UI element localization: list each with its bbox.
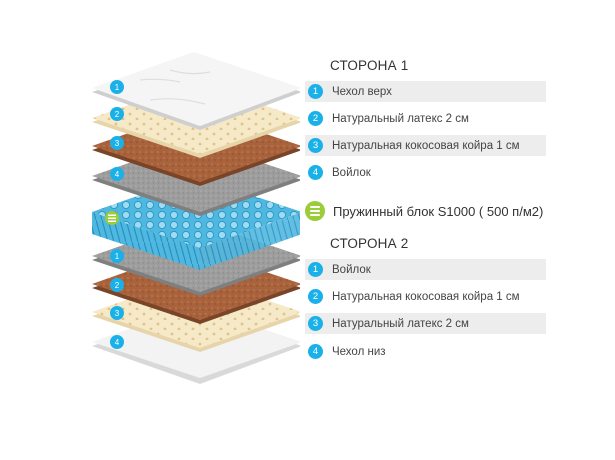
badge-bottom-4-text: 4 xyxy=(115,338,120,347)
side1-item-4-number: 4 xyxy=(308,165,323,180)
side2-item-2-number: 2 xyxy=(308,289,323,304)
badge-top-3-text: 3 xyxy=(115,139,120,148)
side2-item-3: 3 Натуральный латекс 2 см xyxy=(305,313,546,334)
side1-item-4: 4 Войлок xyxy=(305,162,546,183)
side2-item-4: 4 Чехол низ xyxy=(305,341,546,362)
side1-title: СТОРОНА 1 xyxy=(330,58,408,73)
menu-lines-icon xyxy=(305,201,325,221)
spring-badge-on-illustration xyxy=(105,211,119,225)
side1-item-1-label: Чехол верх xyxy=(332,86,392,98)
side2-title: СТОРОНА 2 xyxy=(330,236,408,251)
badge-bottom-2-text: 2 xyxy=(115,281,120,290)
side2-item-4-number: 4 xyxy=(308,344,323,359)
badge-top-1-text: 1 xyxy=(115,83,120,92)
side2-item-3-number: 3 xyxy=(308,316,323,331)
badge-bottom-3-text: 3 xyxy=(115,309,120,318)
spring-block-item: Пружинный блок S1000 ( 500 п/м2) xyxy=(305,199,543,223)
side2-item-2: 2 Натуральная кокосовая койра 1 см xyxy=(305,286,546,307)
side1-item-2-number: 2 xyxy=(308,111,323,126)
badge-bottom-1-text: 1 xyxy=(115,252,120,261)
side1-item-3-number: 3 xyxy=(308,138,323,153)
side2-item-1-number: 1 xyxy=(308,262,323,277)
side2-item-1-label: Войлок xyxy=(332,264,371,276)
side1-item-3-label: Натуральная кокосовая койра 1 см xyxy=(332,140,520,152)
badge-top-2-text: 2 xyxy=(115,110,120,119)
side1-item-1-number: 1 xyxy=(308,84,323,99)
side1-item-1: 1 Чехол верх xyxy=(305,81,546,102)
badge-top-4-text: 4 xyxy=(115,170,120,179)
side2-item-4-label: Чехол низ xyxy=(332,346,386,358)
mattress-layers-illustration: 1 2 3 4 1 2 3 4 xyxy=(0,0,300,460)
side1-item-3: 3 Натуральная кокосовая койра 1 см xyxy=(305,135,546,156)
spring-block-label: Пружинный блок S1000 ( 500 п/м2) xyxy=(333,204,543,219)
side1-item-4-label: Войлок xyxy=(332,167,371,179)
side1-item-2: 2 Натуральный латекс 2 см xyxy=(305,108,546,129)
side2-item-2-label: Натуральная кокосовая койра 1 см xyxy=(332,291,520,303)
side2-item-1: 1 Войлок xyxy=(305,259,546,280)
side2-item-3-label: Натуральный латекс 2 см xyxy=(332,318,469,330)
side1-item-2-label: Натуральный латекс 2 см xyxy=(332,113,469,125)
